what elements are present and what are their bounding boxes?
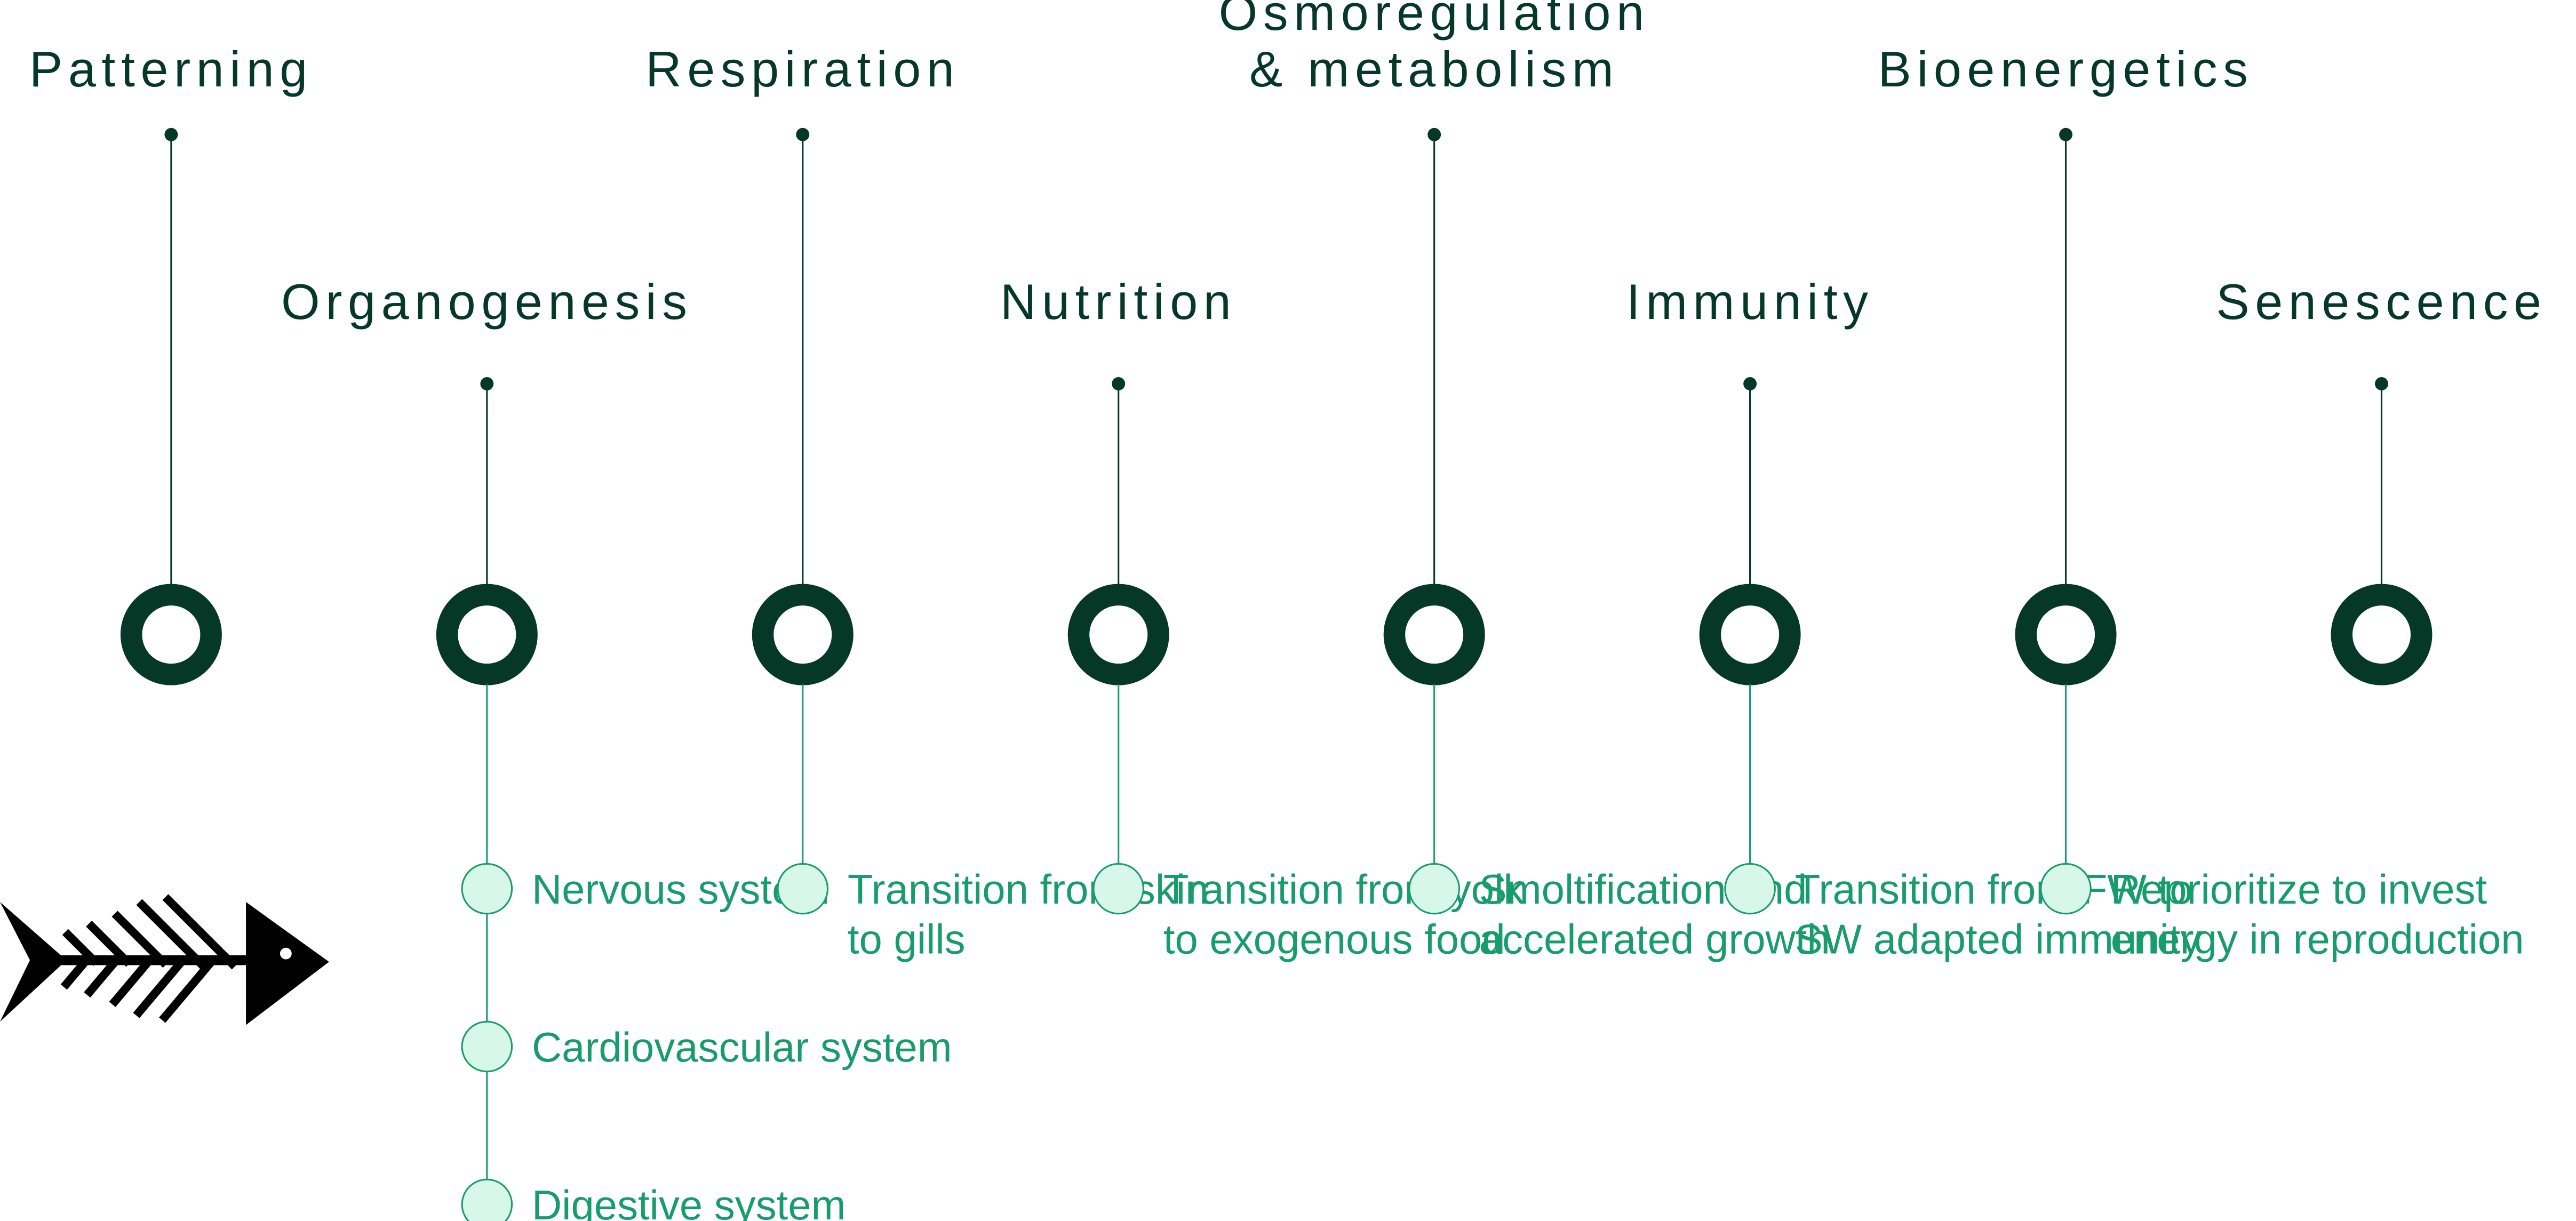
stage-dot-respiration: [796, 127, 810, 141]
stage-label-nutrition: Nutrition: [1000, 274, 1237, 330]
stage-label-senescence: Senescence: [2216, 274, 2547, 330]
stage-hub-organogenesis: [436, 584, 538, 685]
stage-label-bioenergetics: Bioenergetics: [1878, 41, 2254, 97]
stage-dot-osmoregulation-and-metabolism: [1427, 127, 1441, 141]
stage-hub-patterning: [120, 584, 222, 685]
detail-label-cardiovascular-system: Cardiovascular system: [532, 1024, 952, 1071]
stage-hub-senescence: [2331, 584, 2433, 685]
stage-hub-nutrition: [1067, 584, 1169, 685]
stage-label-osmoregulation-and-metabolism: Osmoregulation& metabolism: [1219, 0, 1650, 97]
detail-node-organogenesis-2: [461, 1020, 513, 1073]
stage-label-patterning: Patterning: [29, 41, 313, 97]
stage-label-organogenesis: Organogenesis: [281, 274, 693, 330]
detail-label-digestive-system: Digestive system: [532, 1182, 846, 1221]
stage-hub-bioenergetics: [2015, 584, 2117, 685]
stage-dot-patterning: [164, 127, 178, 141]
stage-dot-bioenergetics: [2059, 127, 2073, 141]
detail-node-nutrition-1: [1092, 863, 1145, 915]
detail-node-immunity-1: [1724, 863, 1776, 915]
stage-hub-osmoregulation-and-metabolism: [1383, 584, 1485, 685]
stage-dot-nutrition: [1112, 377, 1126, 390]
detail-node-respiration-1: [777, 863, 829, 915]
stage-hub-immunity: [1699, 584, 1801, 685]
stage-hub-respiration: [752, 584, 854, 685]
stage-label-respiration: Respiration: [645, 41, 960, 97]
fish-skeleton-icon: [0, 894, 329, 1025]
detail-node-osmoregulation-and-metabolism-1: [1408, 863, 1460, 915]
stage-dot-organogenesis: [480, 377, 494, 390]
stage-dot-senescence: [2375, 377, 2388, 390]
detail-node-organogenesis-1: [461, 863, 513, 915]
stage-label-immunity: Immunity: [1626, 274, 1874, 330]
detail-node-bioenergetics-1: [2040, 863, 2092, 915]
detail-node-organogenesis-3: [461, 1178, 513, 1221]
stage-dot-immunity: [1743, 377, 1757, 390]
